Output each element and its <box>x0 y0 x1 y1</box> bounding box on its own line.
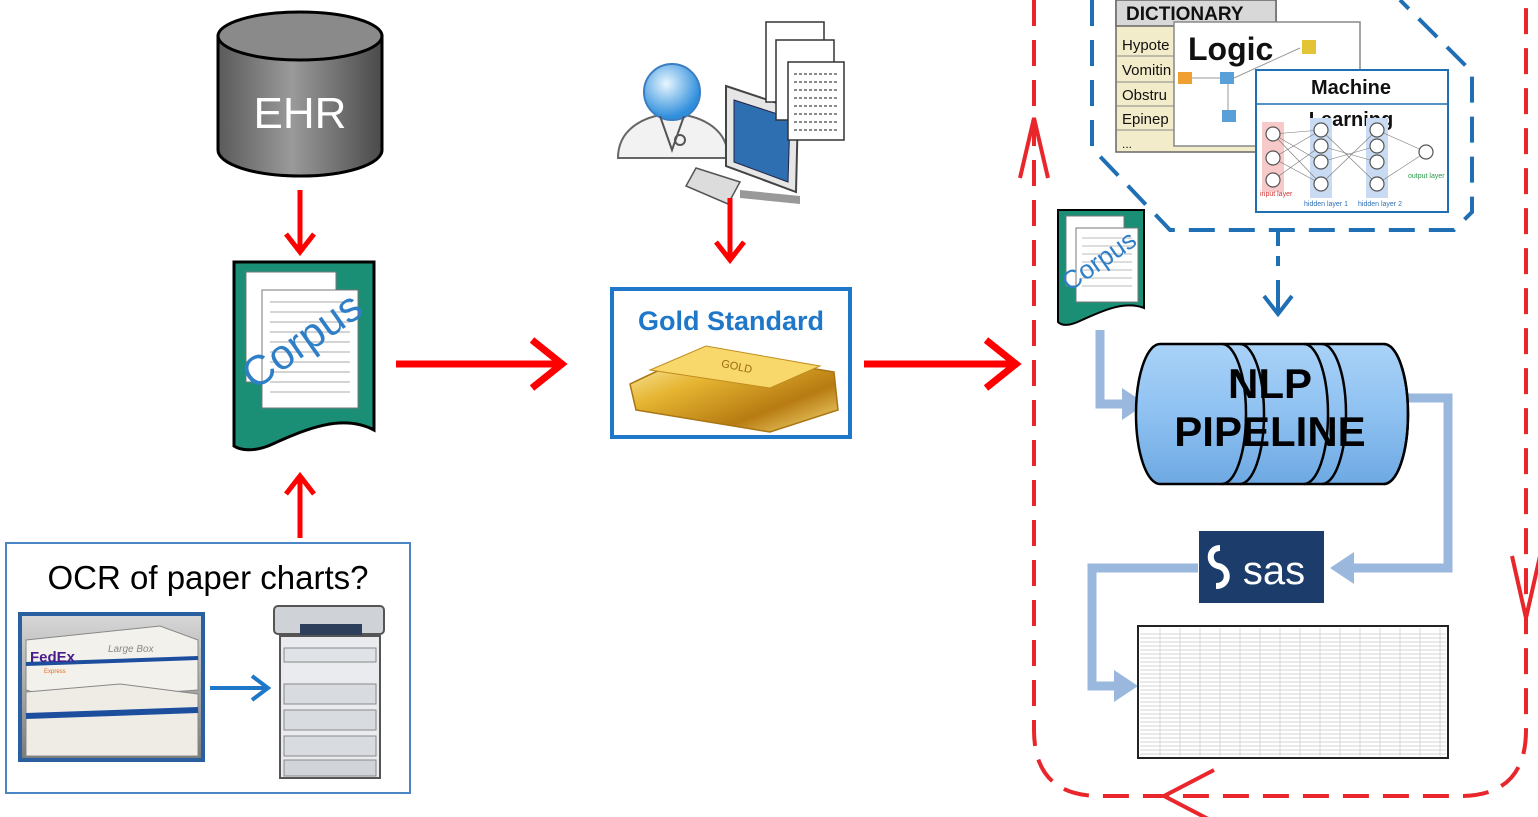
sas-label: sas <box>1243 549 1305 593</box>
output-data-table <box>1137 625 1449 759</box>
fedex-brand: FedEx <box>30 649 76 666</box>
nlp-pipeline-cylinder: NLP PIPELINE <box>1134 342 1410 486</box>
dictionary-row: Hypote <box>1122 37 1170 54</box>
ml-input-layer: input layer <box>1260 191 1293 198</box>
machine-learning-panel: Machine Learning input layer hidden laye… <box>1255 69 1449 213</box>
fedex-sub: Express <box>44 669 66 675</box>
ehr-database-icon: EHR <box>216 10 384 178</box>
pipeline-label-line2: PIPELINE <box>1174 408 1365 455</box>
arrow-pipeline-to-sas <box>1330 393 1453 584</box>
iteration-loop <box>1018 0 1538 817</box>
logic-title: Logic <box>1188 31 1273 67</box>
arrow-knowledge-to-pipeline <box>1262 232 1294 318</box>
arrow-gold-to-pipeline <box>864 337 1022 391</box>
copier-scanner-icon <box>273 605 385 779</box>
ocr-panel: OCR of paper charts? FedEx Express Large… <box>5 542 411 794</box>
dictionary-row: Vomitin <box>1122 62 1171 79</box>
ml-hidden-layer-1: hidden layer 1 <box>1304 201 1348 208</box>
corpus-document-icon: Corpus <box>232 260 376 452</box>
box-label-large: Large Box <box>108 644 155 655</box>
arrow-corpus-to-gold <box>396 337 568 391</box>
dictionary-row: ... <box>1122 137 1132 151</box>
sas-logo: sas <box>1199 531 1324 603</box>
ehr-label: EHR <box>254 89 347 138</box>
dictionary-row: Epinep <box>1122 111 1169 128</box>
arrow-ehr-to-corpus <box>284 190 316 257</box>
arrow-corpus-to-pipeline <box>1095 330 1146 420</box>
arrow-physician-to-gold <box>714 198 746 265</box>
knowledge-sources-group: DICTIONARY Hypote Vomitin Obstru Epinep … <box>1090 0 1474 318</box>
gold-standard-panel: Gold Standard GOLD <box>610 287 852 439</box>
physician-computer-icon <box>616 21 845 205</box>
ocr-title: OCR of paper charts? <box>48 559 369 596</box>
ml-hidden-layer-2: hidden layer 2 <box>1358 201 1402 208</box>
dictionary-row: Obstru <box>1122 87 1167 104</box>
arrow-sas-to-table <box>1087 563 1198 702</box>
gold-standard-title: Gold Standard <box>638 306 824 336</box>
arrow-boxes-to-scanner <box>210 674 272 702</box>
ml-output-layer: output layer <box>1408 173 1445 180</box>
arrow-ocr-to-corpus <box>284 471 316 538</box>
pipeline-label-line1: NLP <box>1228 360 1312 407</box>
shipping-boxes-image: FedEx Express Large Box <box>18 612 205 762</box>
corpus-document-small-icon: Corpus <box>1056 209 1145 326</box>
dictionary-header: DICTIONARY <box>1126 4 1244 25</box>
gold-bar-image: GOLD <box>629 345 839 433</box>
ml-title-line1: Machine <box>1311 77 1391 99</box>
